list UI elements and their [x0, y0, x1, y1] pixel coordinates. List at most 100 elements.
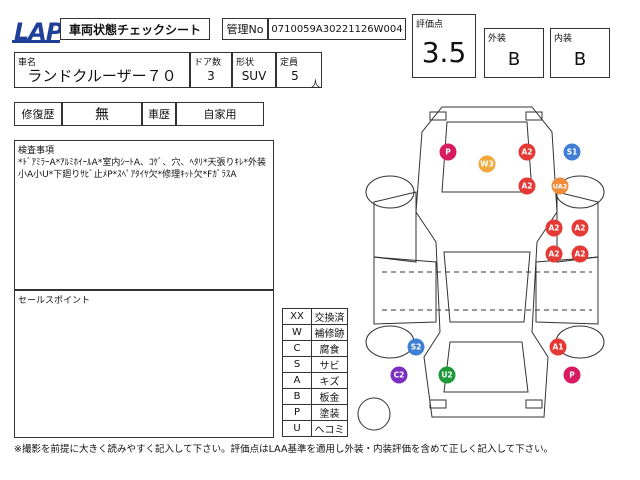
legend-code: B — [282, 388, 312, 405]
management-number: 0710059A30221126W004 — [268, 18, 406, 40]
legend-code: P — [282, 404, 312, 421]
damage-mark-label: A1 — [552, 343, 563, 352]
footer-note: ※撮影を前提に大きく読みやすく記入して下さい。評価点はLAA基準を適用し外装・内… — [14, 444, 554, 455]
damage-mark-dot — [551, 177, 569, 195]
legend-description: 板金 — [311, 388, 348, 405]
damage-mark-dot — [545, 219, 563, 237]
capacity-box: 定員 5 人 — [276, 52, 322, 90]
sheet-title: 車両状態チェックシート — [60, 18, 210, 40]
shape-box: 形状 SUV — [232, 52, 276, 88]
interior-box: 内装 B — [550, 28, 610, 78]
damage-mark-dot — [545, 245, 563, 263]
damage-mark: A2 — [545, 245, 563, 263]
damage-mark-label: W3 — [480, 160, 494, 169]
rating-value: 3.5 — [421, 35, 467, 69]
doors-box: ドア数 3 — [190, 52, 232, 88]
damage-mark-dot — [518, 177, 536, 195]
legend-description: キズ — [311, 372, 348, 389]
legend-description: 交換済 — [311, 308, 348, 325]
legend-description: 腐食 — [311, 340, 348, 357]
damage-mark-label: A2 — [574, 224, 585, 233]
damage-mark: A2 — [571, 219, 589, 237]
damage-mark-dot — [549, 338, 567, 356]
usage-value: 自家用 — [176, 102, 264, 126]
damage-mark: P — [439, 143, 457, 161]
damage-mark-label: A2 — [521, 148, 532, 157]
damage-mark-label: P — [445, 148, 451, 157]
damage-mark-label: UA2 — [553, 183, 568, 191]
damage-mark-label: A2 — [548, 224, 559, 233]
legend-code: C — [282, 340, 312, 357]
damage-mark-label: S2 — [411, 343, 422, 352]
legend-code: A — [282, 372, 312, 389]
exterior-label: 外装 — [488, 34, 507, 44]
legend-code: W — [282, 324, 312, 341]
damage-mark-dot — [438, 366, 456, 384]
damage-mark-label: A2 — [574, 250, 585, 259]
damage-mark-dot — [571, 245, 589, 263]
legend-description: サビ — [311, 356, 348, 373]
capacity-unit: 人 — [311, 80, 321, 90]
damage-mark-label: U2 — [441, 371, 452, 380]
damage-mark-label: P — [569, 371, 575, 380]
damage-mark-dot — [390, 366, 408, 384]
damage-mark-dot — [563, 366, 581, 384]
car-name-label: 車名 — [18, 58, 37, 68]
doors-label: ドア数 — [194, 58, 222, 68]
damage-mark: A2 — [518, 143, 536, 161]
interior-label: 内装 — [554, 34, 573, 44]
legend-description: 補修跡 — [311, 324, 348, 341]
damage-mark: A1 — [549, 338, 567, 356]
damage-mark: A2 — [545, 219, 563, 237]
capacity-label: 定員 — [280, 58, 299, 68]
damage-mark: P — [563, 366, 581, 384]
damage-mark-dot — [518, 143, 536, 161]
damage-mark: S1 — [563, 143, 581, 161]
damage-mark-dot — [439, 143, 457, 161]
damage-mark: U2 — [438, 366, 456, 384]
sales-point-box: セールスポイント — [14, 290, 274, 438]
damage-mark: C2 — [390, 366, 408, 384]
management-label: 管理No — [222, 18, 268, 40]
damage-mark-dot — [571, 219, 589, 237]
exterior-box: 外装 B — [484, 28, 544, 78]
damage-mark-dot — [407, 338, 425, 356]
shape-label: 形状 — [236, 58, 255, 68]
usage-label: 車歴 — [142, 102, 176, 126]
inspection-text: *ﾄﾞｱﾐﾗｰA*ｱﾙﾐﾎｲｰﾙA*室内ｼｰﾄA、ｺｹﾞ、穴、ﾍﾀﾘ*天張りｷﾚ… — [18, 158, 266, 180]
legend-code: XX — [282, 308, 312, 325]
damage-mark: UA2 — [551, 177, 569, 195]
inspection-label: 検査事項 — [18, 146, 55, 156]
exterior-grade: B — [507, 48, 521, 70]
repair-history-value: 無 — [62, 102, 142, 126]
damage-mark-dot — [563, 143, 581, 161]
rating-label: 評価点 — [416, 20, 444, 30]
damage-mark: S2 — [407, 338, 425, 356]
legend-code: S — [282, 356, 312, 373]
damage-mark-label: A2 — [521, 182, 532, 191]
repair-history-label: 修復歴 — [14, 102, 62, 126]
damage-mark-label: C2 — [394, 371, 405, 380]
interior-grade: B — [573, 48, 587, 70]
damage-mark: A2 — [571, 245, 589, 263]
capacity-value: 5 — [291, 69, 299, 83]
doors-value: 3 — [207, 69, 215, 83]
legend-description: ヘコミ — [311, 420, 348, 437]
sales-point-label: セールスポイント — [18, 296, 91, 306]
rating-box: 評価点 3.5 — [412, 14, 476, 78]
legend-description: 塗装 — [311, 404, 348, 421]
damage-mark-dot — [478, 155, 496, 173]
legend-code: U — [282, 420, 312, 437]
inspection-box: 検査事項 *ﾄﾞｱﾐﾗｰA*ｱﾙﾐﾎｲｰﾙA*室内ｼｰﾄA、ｺｹﾞ、穴、ﾍﾀﾘ*… — [14, 140, 274, 290]
car-name-box: 車名 ランドクルーザー７０ — [14, 52, 190, 88]
